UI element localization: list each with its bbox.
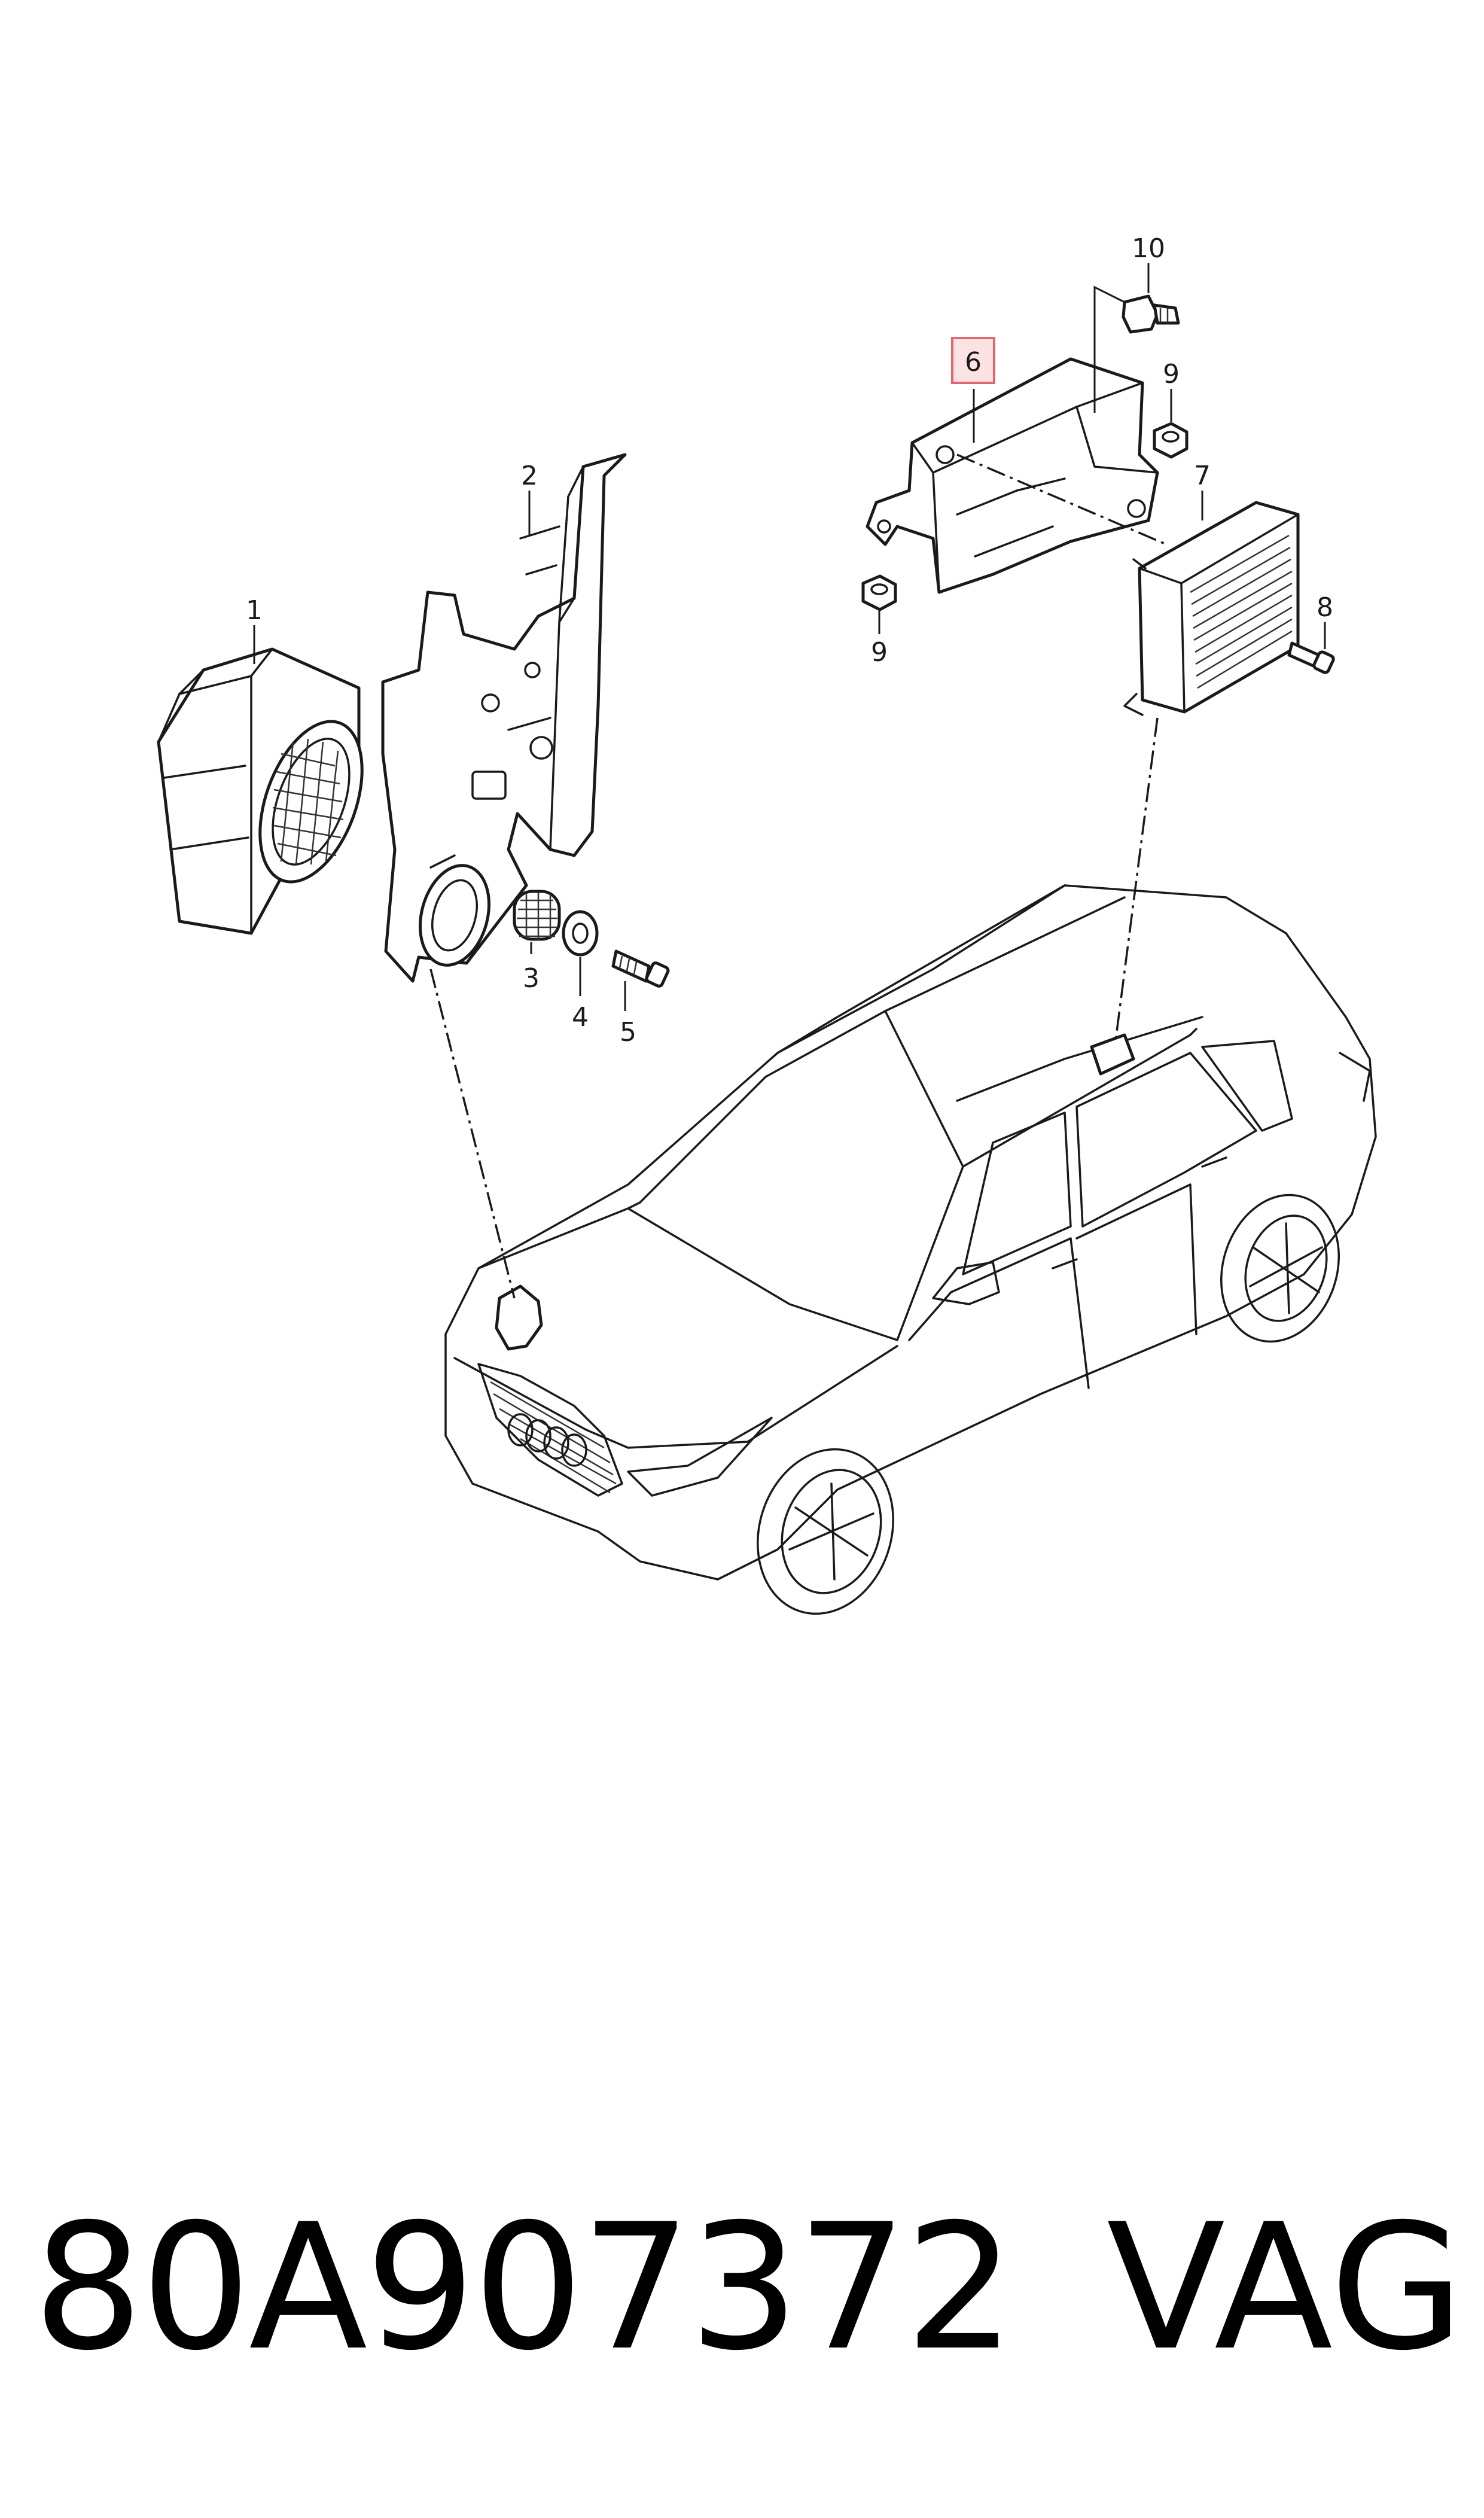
callout-5[interactable]: 5: [620, 1017, 636, 1048]
washer[interactable]: [562, 910, 599, 957]
callout-6[interactable]: 6: [965, 347, 982, 377]
vehicle-outline: [444, 884, 1377, 1615]
bolt-5[interactable]: [611, 949, 670, 988]
nut-9-lower[interactable]: [861, 574, 897, 611]
nut-9-upper[interactable]: [1153, 422, 1189, 459]
reference-lines: [429, 453, 1167, 1299]
callout-3[interactable]: 3: [523, 963, 540, 994]
callout-9-lower[interactable]: 9: [871, 637, 888, 668]
control-unit-bracket[interactable]: [866, 357, 1159, 594]
callout-10[interactable]: 10: [1132, 233, 1165, 264]
brand-name: VAG: [1107, 2187, 1464, 2389]
grommet[interactable]: [513, 890, 561, 941]
callout-9-upper[interactable]: 9: [1163, 359, 1180, 389]
control-unit-module[interactable]: [1123, 501, 1300, 716]
callout-1[interactable]: 1: [246, 595, 263, 626]
leader-lines: [253, 263, 1326, 1011]
screw-10[interactable]: [1122, 294, 1180, 334]
bolt-8[interactable]: [1287, 641, 1335, 674]
callout-4[interactable]: 4: [572, 1002, 589, 1033]
part-number: 80A907372: [33, 2187, 1015, 2389]
callout-8[interactable]: 8: [1317, 592, 1333, 623]
callout-labels: 1 2 3 4 5 6 7 8 9 9 10: [246, 233, 1333, 1048]
mounting-bracket[interactable]: [381, 453, 627, 983]
highlight-box-6: [951, 337, 995, 384]
sound-actuator-housing[interactable]: [157, 647, 382, 935]
callout-2[interactable]: 2: [521, 461, 538, 491]
callout-7[interactable]: 7: [1194, 461, 1211, 491]
